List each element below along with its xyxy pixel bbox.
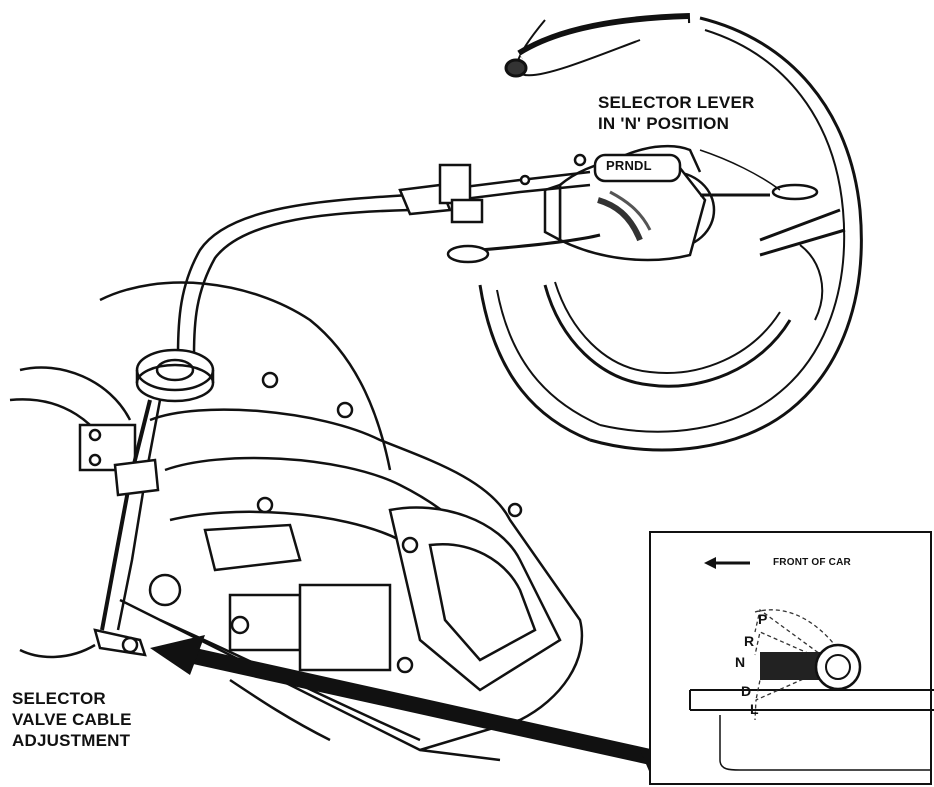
cable-adjustment-label: SELECTOR VALVE CABLE ADJUSTMENT — [12, 688, 132, 751]
inset-detail — [649, 531, 934, 785]
position-r-label: R — [744, 633, 755, 649]
position-d-label: D — [741, 683, 752, 699]
position-p-label: P — [758, 611, 768, 627]
steering-column — [446, 144, 819, 264]
position-l-label: L — [750, 701, 759, 717]
gear-indicator-label: PRNDL — [606, 158, 652, 173]
cable-grommet — [135, 348, 215, 403]
front-of-car-label: FRONT OF CAR — [773, 557, 851, 568]
callout-arrow — [150, 635, 680, 785]
selector-lever-label-line2: IN 'N' POSITION — [598, 114, 730, 133]
cable-adjustment-label-line2: VALVE CABLE — [12, 710, 132, 729]
selector-lever-label-line1: SELECTOR LEVER — [598, 93, 755, 112]
selector-lever-label: SELECTOR LEVER IN 'N' POSITION — [598, 92, 754, 134]
steering-wheel — [478, 13, 863, 452]
selector-linkage — [19, 399, 162, 659]
position-n-label: N — [735, 654, 746, 670]
cable-adjustment-label-line3: ADJUSTMENT — [12, 731, 131, 750]
front-arrow-icon — [704, 557, 716, 569]
cable-adjustment-label-line1: SELECTOR — [12, 689, 106, 708]
transmission-case — [9, 281, 584, 762]
selector-cable — [176, 153, 591, 356]
